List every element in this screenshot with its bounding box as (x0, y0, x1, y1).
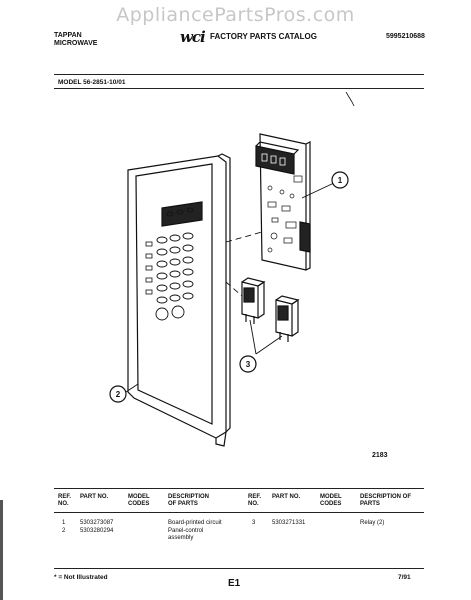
footer-rule (54, 568, 424, 569)
col-part-no-left: PART NO. (80, 494, 109, 500)
model-rule (54, 88, 424, 89)
relay-drawing-upper (241, 277, 266, 324)
scan-edge (0, 500, 3, 600)
callout-2-circle (109, 385, 127, 403)
row-part-no: 5303273087 (80, 520, 114, 526)
footnote: * = Not Illustrated (54, 574, 108, 581)
col-description-right: DESCRIPTION OF PARTS (360, 494, 412, 507)
callout-3-label: 3 (246, 360, 251, 369)
col-ref-no-left: REF. NO. (58, 494, 72, 507)
callout-1-circle (331, 171, 349, 189)
brand-name: TAPPAN (54, 32, 82, 39)
control-panel-drawing (127, 153, 231, 447)
row-description: Board-printed circuit (168, 520, 222, 526)
col-description-left: DESCRIPTION OF PARTS (168, 494, 210, 507)
row-ref: 2 (62, 528, 66, 534)
exploded-parts-diagram: 1 2 3 (109, 92, 355, 447)
row-part-no: 5303280294 (80, 528, 114, 534)
header-brand: TAPPAN MICROWAVE (54, 32, 97, 48)
catalog-title: FACTORY PARTS CATALOG (210, 32, 317, 41)
table-header-rule (54, 512, 424, 513)
watermark-text: AppliancePartsPros.com (116, 4, 355, 26)
model-line: MODEL 56-2851-10/01 (58, 79, 126, 86)
revision-date: 7/91 (398, 574, 411, 581)
col-model-codes-right: MODEL CODES (320, 494, 342, 507)
callout-2-label: 2 (116, 390, 121, 399)
page-number: E1 (228, 578, 241, 589)
circuit-board-drawing (255, 133, 311, 271)
col-model-codes-left: MODEL CODES (128, 494, 150, 507)
table-top-rule (54, 488, 424, 489)
col-part-no-right: PART NO. (272, 494, 301, 500)
figure-number: 2183 (372, 452, 388, 459)
callout-1-label: 1 (338, 176, 343, 185)
callout-3-circle (239, 355, 257, 373)
wci-logo: wci (180, 28, 206, 46)
row-ref: 1 (62, 520, 66, 526)
row-description: Panel-control assembly (168, 528, 204, 541)
row-description: Relay (2) (360, 520, 385, 526)
catalog-number: 5995210688 (386, 33, 425, 40)
row-ref: 3 (252, 520, 256, 526)
row-part-no: 5303271331 (272, 520, 306, 526)
relay-drawing-lower (275, 295, 300, 342)
col-ref-no-right: REF. NO. (248, 494, 262, 507)
header-rule (54, 74, 424, 75)
product-name: MICROWAVE (54, 40, 98, 47)
